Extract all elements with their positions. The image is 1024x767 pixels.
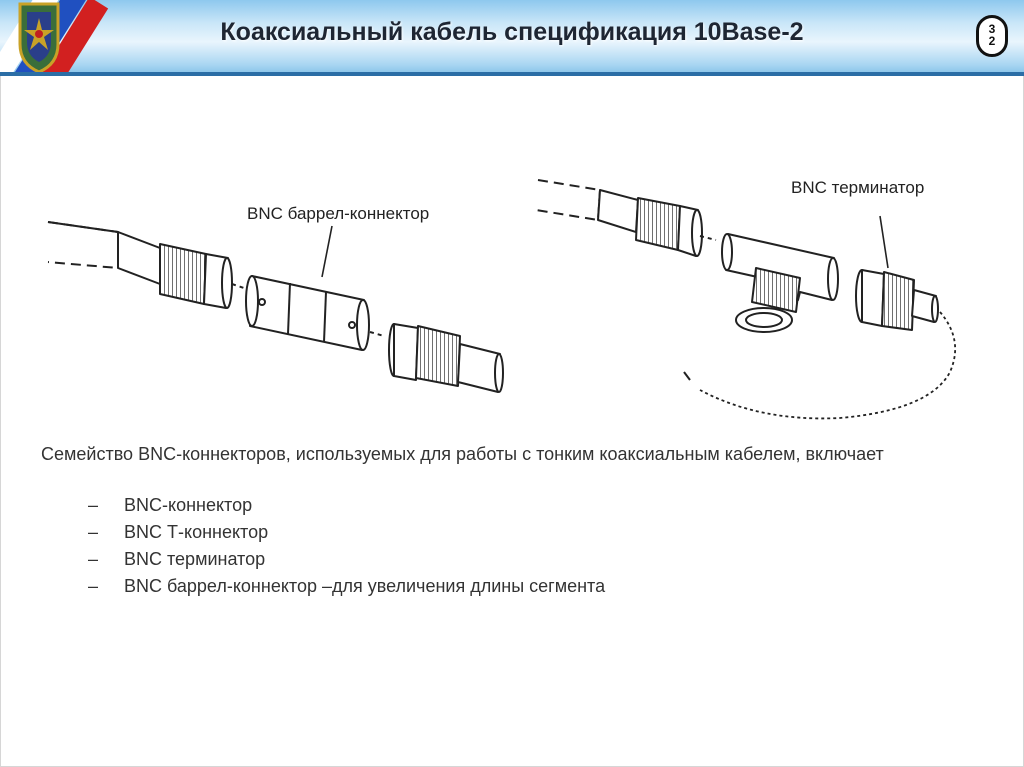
description-text: Семейство BNC-коннекторов, используемых … xyxy=(41,444,884,464)
page-number-digit: 2 xyxy=(988,34,996,48)
list-item-text: BNC-коннектор xyxy=(124,495,253,515)
page-number-digit: 3 xyxy=(988,22,996,36)
list-item: – BNC-коннектор xyxy=(88,492,605,519)
list-item-text: BNC баррел-коннектор –для увеличения дли… xyxy=(124,576,606,596)
list-item-text: BNC терминатор xyxy=(124,549,266,569)
bnc-connector-icon xyxy=(388,323,504,393)
bnc-connectors-illustration: BNC баррел-коннектор BNC терминатор xyxy=(47,178,957,420)
slide-title: Коаксиальный кабель спецификация 10Base-… xyxy=(220,18,804,46)
list-dash: – xyxy=(88,522,99,542)
bnc-connector-icon xyxy=(535,179,703,257)
page-number-badge: 3 2 xyxy=(976,15,1008,57)
bnc-t-connector-icon xyxy=(721,233,839,333)
list-item-text: BNC Т-коннектор xyxy=(124,522,269,542)
slide-header: Коаксиальный кабель спецификация 10Base-… xyxy=(0,0,1024,76)
list-dash: – xyxy=(88,495,99,515)
list-item: – BNC терминатор xyxy=(88,546,605,573)
label-barrel-connector: BNC баррел-коннектор xyxy=(247,204,429,223)
label-terminator: BNC терминатор xyxy=(791,178,924,197)
list-item: – BNC Т-коннектор xyxy=(88,519,605,546)
list-item: – BNC баррел-коннектор –для увеличения дл… xyxy=(88,573,605,600)
list-dash: – xyxy=(88,549,99,569)
coat-of-arms-icon xyxy=(18,2,60,74)
header-rule xyxy=(0,72,1024,76)
bnc-connector-icon xyxy=(47,221,233,309)
connector-list: – BNC-коннектор – BNC Т-коннектор – BNC тер… xyxy=(88,492,605,600)
list-dash: – xyxy=(88,576,99,596)
bnc-barrel-icon xyxy=(245,275,370,351)
bnc-terminator-icon xyxy=(855,269,939,331)
